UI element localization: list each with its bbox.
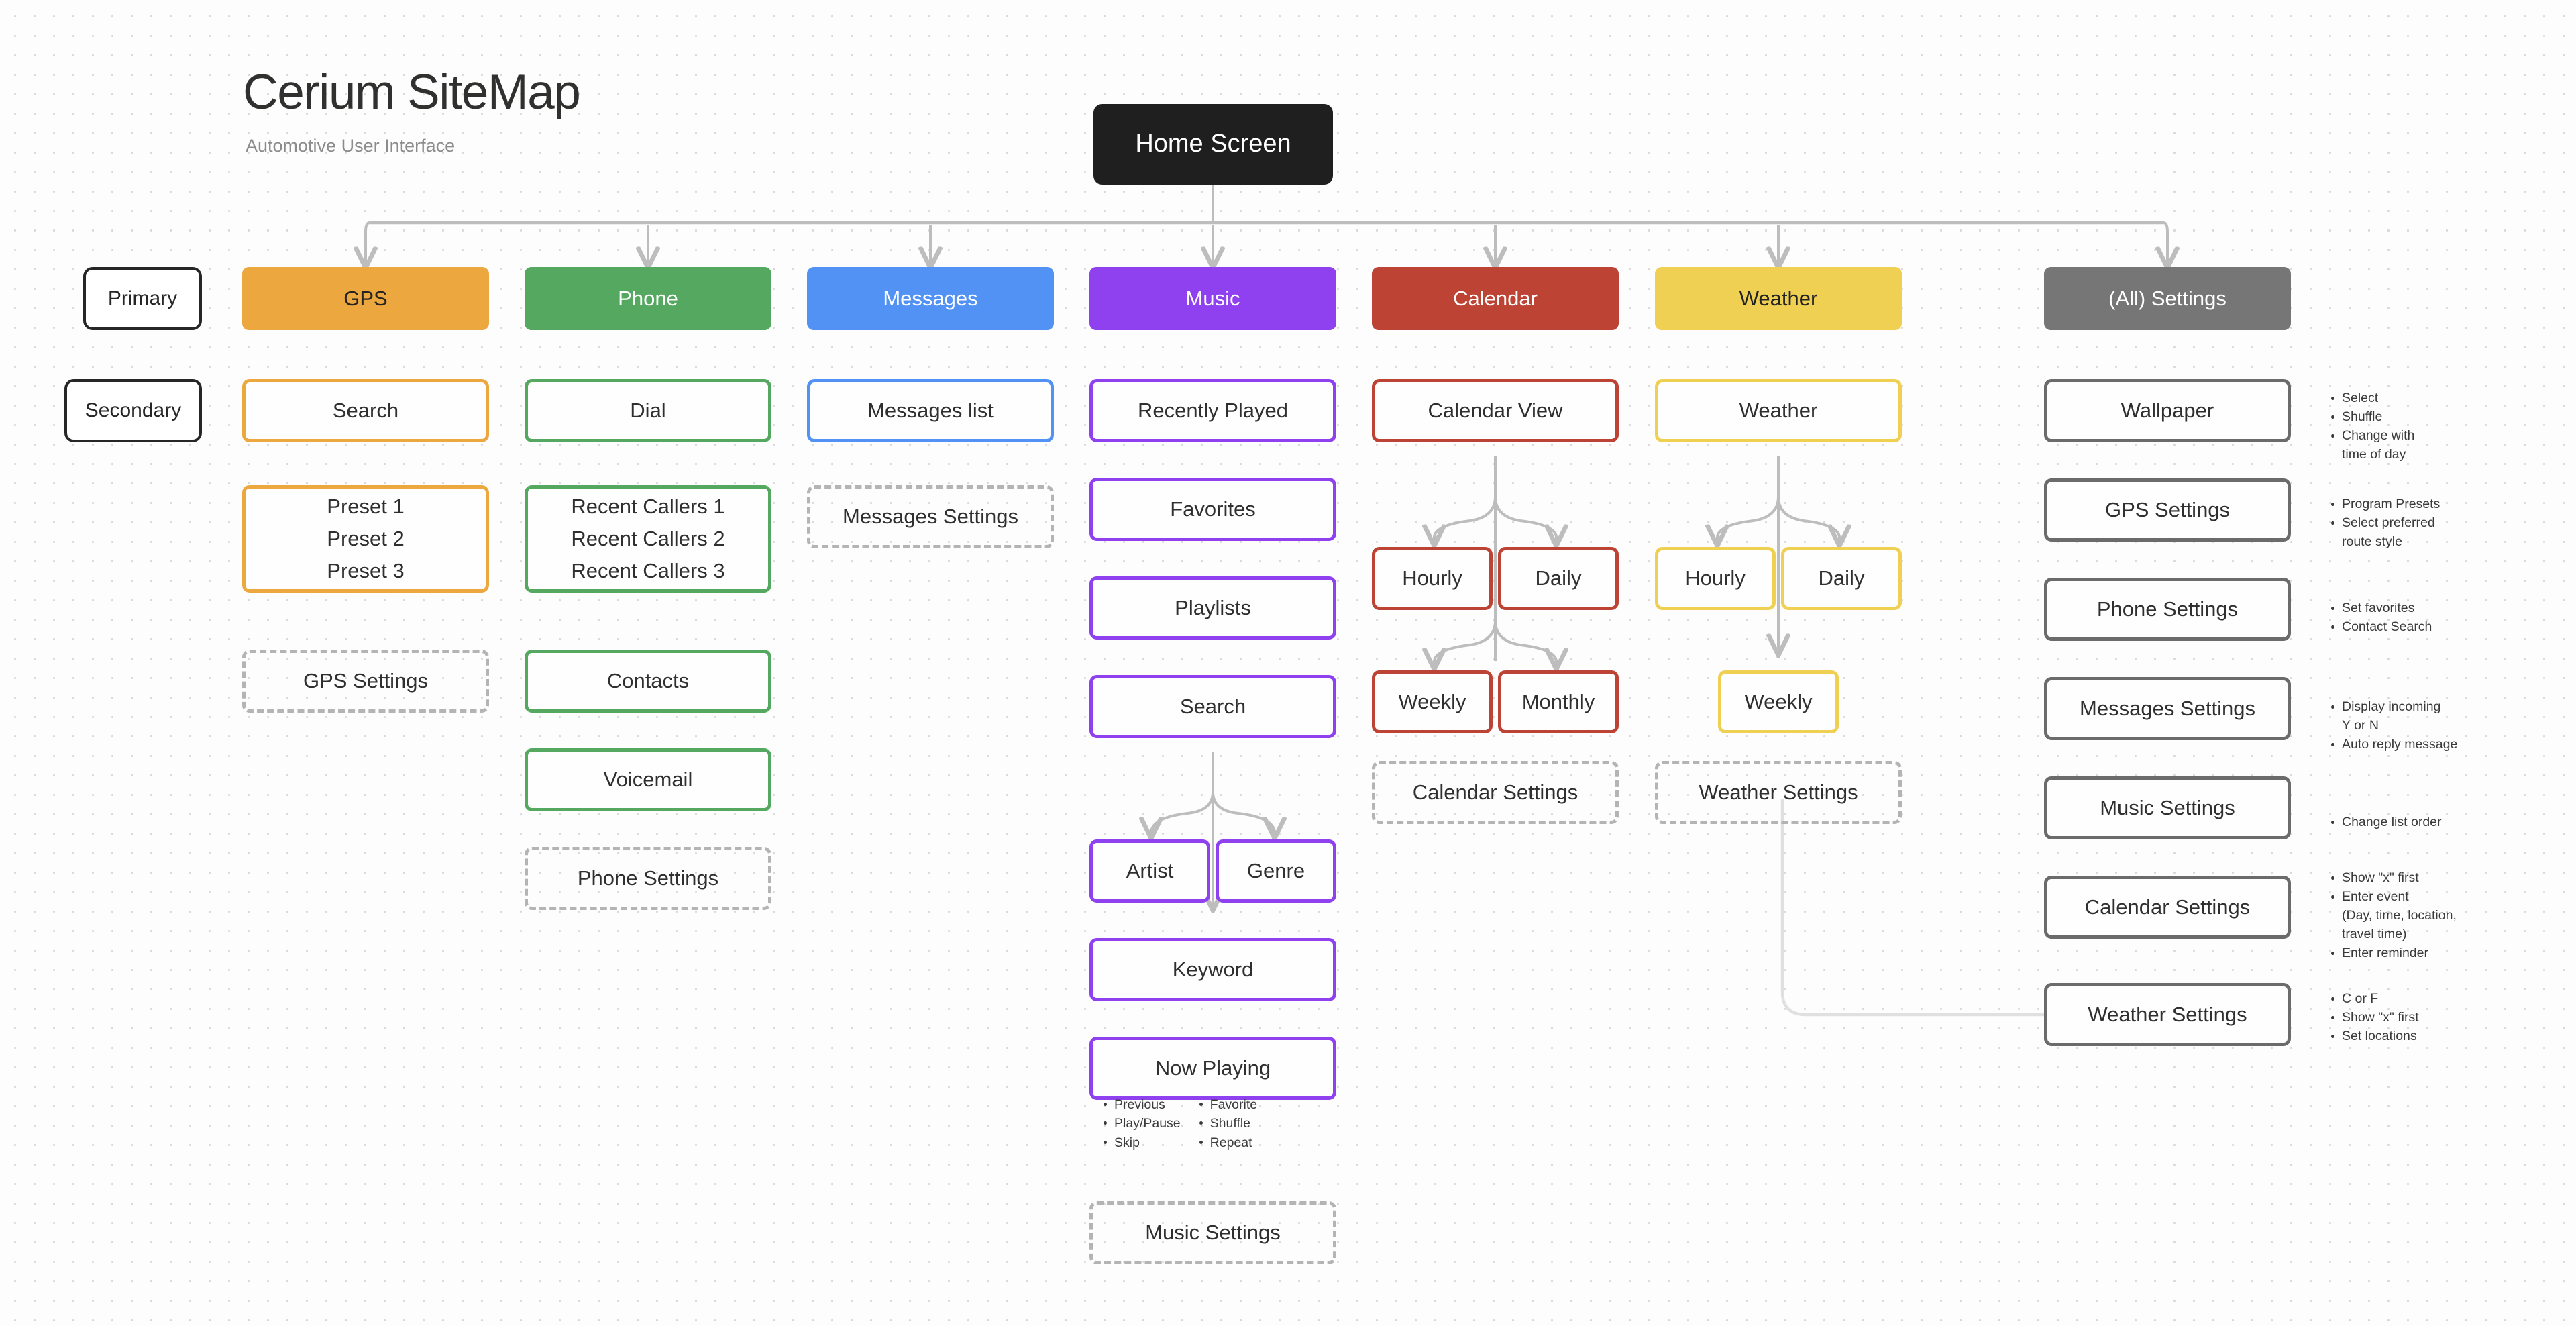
node-calendar-monthly[interactable]: Monthly xyxy=(1498,670,1619,733)
node-music-now-playing[interactable]: Now Playing xyxy=(1089,1037,1336,1100)
annotation-wallpaper: Select Shuffle Change with time of day xyxy=(2329,389,2414,464)
node-gps-presets[interactable]: Preset 1 Preset 2 Preset 3 xyxy=(242,485,489,593)
node-weather-weekly[interactable]: Weekly xyxy=(1718,670,1839,733)
control-shuffle: Shuffle xyxy=(1198,1114,1257,1133)
annotation-phone-settings: Set favorites Contact Search xyxy=(2329,599,2432,637)
annotation-calendar-settings: Show "x" first Enter event (Day, time, l… xyxy=(2329,869,2457,963)
node-messages-list[interactable]: Messages list xyxy=(807,379,1054,442)
gps-preset-1: Preset 1 xyxy=(327,494,405,518)
annotation-item: time of day xyxy=(2342,446,2406,462)
node-setting-music[interactable]: Music Settings xyxy=(2044,776,2291,839)
annotation-item: Change list order xyxy=(2329,813,2442,831)
node-phone-settings[interactable]: Phone Settings xyxy=(525,847,771,910)
recent-caller-3: Recent Callers 3 xyxy=(571,559,725,583)
node-weather-main[interactable]: Weather xyxy=(1655,379,1902,442)
control-skip: Skip xyxy=(1102,1133,1181,1152)
annotation-item: Set favorites xyxy=(2329,599,2432,617)
annotation-item: Display incoming xyxy=(2329,698,2457,716)
node-calendar-view[interactable]: Calendar View xyxy=(1372,379,1619,442)
node-music-search[interactable]: Search xyxy=(1089,675,1336,738)
node-gps-settings[interactable]: GPS Settings xyxy=(242,650,489,713)
control-previous: Previous xyxy=(1102,1095,1181,1114)
node-messages-settings[interactable]: Messages Settings xyxy=(807,485,1054,548)
gps-preset-2: Preset 2 xyxy=(327,526,405,550)
node-gps-search[interactable]: Search xyxy=(242,379,489,442)
annotation-item: route style xyxy=(2342,533,2402,549)
annotation-item: travel time) xyxy=(2342,926,2407,941)
node-music-settings[interactable]: Music Settings xyxy=(1089,1201,1336,1264)
primary-weather[interactable]: Weather xyxy=(1655,267,1902,330)
node-phone-dial[interactable]: Dial xyxy=(525,379,771,442)
annotation-item: Show "x" first xyxy=(2329,869,2457,887)
node-setting-wallpaper[interactable]: Wallpaper xyxy=(2044,379,2291,442)
node-weather-settings[interactable]: Weather Settings xyxy=(1655,761,1902,824)
recent-caller-1: Recent Callers 1 xyxy=(571,494,725,518)
annotation-item: Program Presets xyxy=(2329,495,2440,513)
annotation-item: Select preferred xyxy=(2329,514,2440,532)
legend-secondary: Secondary xyxy=(64,379,202,442)
primary-phone[interactable]: Phone xyxy=(525,267,771,330)
annotation-item: Change with xyxy=(2329,427,2414,445)
legend-primary: Primary xyxy=(83,267,202,330)
control-favorite: Favorite xyxy=(1198,1095,1257,1114)
annotation-item: Show "x" first xyxy=(2329,1009,2419,1027)
node-music-playlists[interactable]: Playlists xyxy=(1089,576,1336,640)
page-title: Cerium SiteMap xyxy=(243,65,581,119)
annotation-item: Enter reminder xyxy=(2329,944,2457,962)
node-calendar-daily[interactable]: Daily xyxy=(1498,547,1619,610)
control-repeat: Repeat xyxy=(1198,1133,1257,1152)
node-music-genre[interactable]: Genre xyxy=(1216,839,1336,903)
node-setting-calendar[interactable]: Calendar Settings xyxy=(2044,876,2291,939)
node-setting-weather[interactable]: Weather Settings xyxy=(2044,983,2291,1046)
node-phone-voicemail[interactable]: Voicemail xyxy=(525,748,771,811)
control-play-pause: Play/Pause xyxy=(1102,1114,1181,1133)
primary-music[interactable]: Music xyxy=(1089,267,1336,330)
node-calendar-hourly[interactable]: Hourly xyxy=(1372,547,1493,610)
node-music-favorites[interactable]: Favorites xyxy=(1089,478,1336,541)
annotation-item: Auto reply message xyxy=(2329,735,2457,754)
node-music-keyword[interactable]: Keyword xyxy=(1089,938,1336,1001)
node-calendar-weekly[interactable]: Weekly xyxy=(1372,670,1493,733)
node-setting-gps[interactable]: GPS Settings xyxy=(2044,478,2291,542)
annotation-item: Enter event xyxy=(2329,888,2457,906)
annotation-item: Contact Search xyxy=(2329,618,2432,636)
now-playing-controls: Previous Play/Pause Skip Favorite Shuffl… xyxy=(1102,1095,1257,1152)
annotation-item: Select xyxy=(2329,389,2414,407)
annotation-messages-settings: Display incoming Y or N Auto reply messa… xyxy=(2329,698,2457,754)
node-phone-recent-callers[interactable]: Recent Callers 1 Recent Callers 2 Recent… xyxy=(525,485,771,593)
primary-calendar[interactable]: Calendar xyxy=(1372,267,1619,330)
node-setting-messages[interactable]: Messages Settings xyxy=(2044,677,2291,740)
node-music-artist[interactable]: Artist xyxy=(1089,839,1210,903)
node-weather-daily[interactable]: Daily xyxy=(1781,547,1902,610)
annotation-item: C or F xyxy=(2329,990,2419,1008)
annotation-item: Y or N xyxy=(2342,717,2379,733)
primary-messages[interactable]: Messages xyxy=(807,267,1054,330)
annotation-item: (Day, time, location, xyxy=(2342,907,2457,923)
page-subtitle: Automotive User Interface xyxy=(246,136,455,156)
now-playing-controls-left: Previous Play/Pause Skip xyxy=(1102,1095,1181,1152)
primary-all-settings[interactable]: (All) Settings xyxy=(2044,267,2291,330)
primary-gps[interactable]: GPS xyxy=(242,267,489,330)
node-music-recently-played[interactable]: Recently Played xyxy=(1089,379,1336,442)
node-home-screen[interactable]: Home Screen xyxy=(1093,104,1333,185)
node-calendar-settings[interactable]: Calendar Settings xyxy=(1372,761,1619,824)
annotation-weather-settings: C or F Show "x" first Set locations xyxy=(2329,990,2419,1046)
annotation-item: Shuffle xyxy=(2329,408,2414,426)
annotation-music-settings: Change list order xyxy=(2329,813,2442,832)
now-playing-controls-right: Favorite Shuffle Repeat xyxy=(1198,1095,1257,1152)
annotation-item: Set locations xyxy=(2329,1027,2419,1046)
node-setting-phone[interactable]: Phone Settings xyxy=(2044,578,2291,641)
gps-preset-3: Preset 3 xyxy=(327,559,405,583)
annotation-gps-settings: Program Presets Select preferred route s… xyxy=(2329,495,2440,552)
node-phone-contacts[interactable]: Contacts xyxy=(525,650,771,713)
node-weather-hourly[interactable]: Hourly xyxy=(1655,547,1776,610)
recent-caller-2: Recent Callers 2 xyxy=(571,526,725,550)
